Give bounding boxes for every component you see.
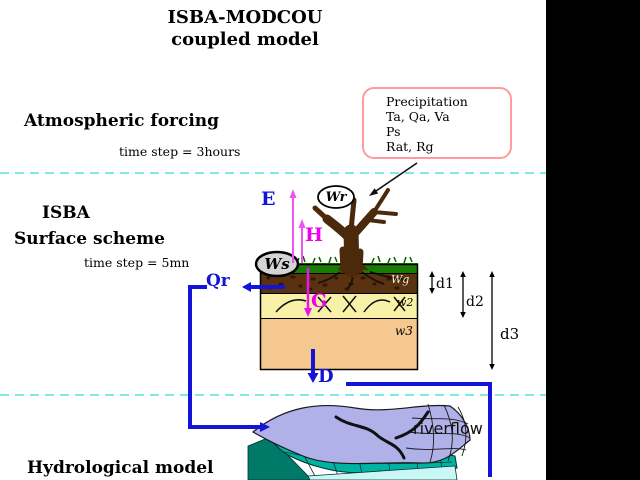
soil-layer3-label: w3 — [395, 324, 413, 338]
depth-d1-label: d1 — [436, 276, 454, 292]
isba-timestep-label: time step = 5mn — [84, 255, 190, 270]
forcing-line-rat-rg: Rat, Rg — [386, 139, 434, 154]
depth-d3-label: d3 — [500, 325, 520, 343]
ground-reservoir-label: Wg — [391, 273, 410, 286]
drainage-path — [307, 349, 492, 477]
river-mesh-surface — [251, 403, 471, 465]
sensible-heat-flux-label: H — [305, 224, 323, 246]
precipitation-arrow — [369, 162, 418, 196]
surface-reservoir-label: Ws — [264, 255, 290, 273]
forcing-line-precipitation: Precipitation — [386, 94, 468, 109]
atmospheric-forcing-heading: Atmospheric forcing — [24, 111, 220, 131]
section-divider-top — [0, 172, 546, 174]
runoff-path — [188, 282, 285, 432]
forcing-line-ps: Ps — [386, 124, 401, 139]
precipitation-forcing-box: Precipitation Ta, Qa, Va Ps Rat, Rg — [362, 87, 512, 159]
page-title-line2: coupled model — [171, 29, 319, 50]
flux-arrows-magenta — [289, 189, 312, 317]
depth-d2-label: d2 — [466, 294, 484, 310]
isba-heading-line1: ISBA — [42, 203, 90, 223]
evaporation-flux-label: E — [261, 188, 276, 210]
ground-flux-label: G — [311, 290, 328, 312]
soil-block — [259, 255, 419, 371]
diagram-graphics — [188, 162, 495, 480]
atmospheric-timestep-label: time step = 3hours — [119, 144, 241, 159]
section-divider-bottom — [0, 394, 546, 396]
soil-layer2-label: w2 — [397, 296, 414, 309]
runoff-flux-label: Qr — [206, 271, 230, 291]
diagram-canvas: ISBA-MODCOU coupled model Atmospheric fo… — [0, 0, 546, 480]
canopy-reservoir-bubble — [317, 185, 355, 209]
forcing-line-ta-qa-va: Ta, Qa, Va — [386, 109, 450, 124]
surface-reservoir-bubble — [254, 250, 300, 278]
canopy-reservoir-label: Wr — [325, 190, 347, 205]
page-title: ISBA-MODCOU coupled model — [95, 7, 395, 51]
hydrological-model-heading: Hydrological model — [27, 458, 214, 478]
depth-markers — [429, 271, 495, 370]
tree-graphic — [312, 188, 398, 278]
drainage-flux-label: D — [318, 366, 334, 387]
page-title-line1: ISBA-MODCOU — [167, 7, 323, 28]
isba-heading-line2: Surface scheme — [14, 229, 165, 249]
riverflow-label: riverflow — [413, 419, 483, 438]
